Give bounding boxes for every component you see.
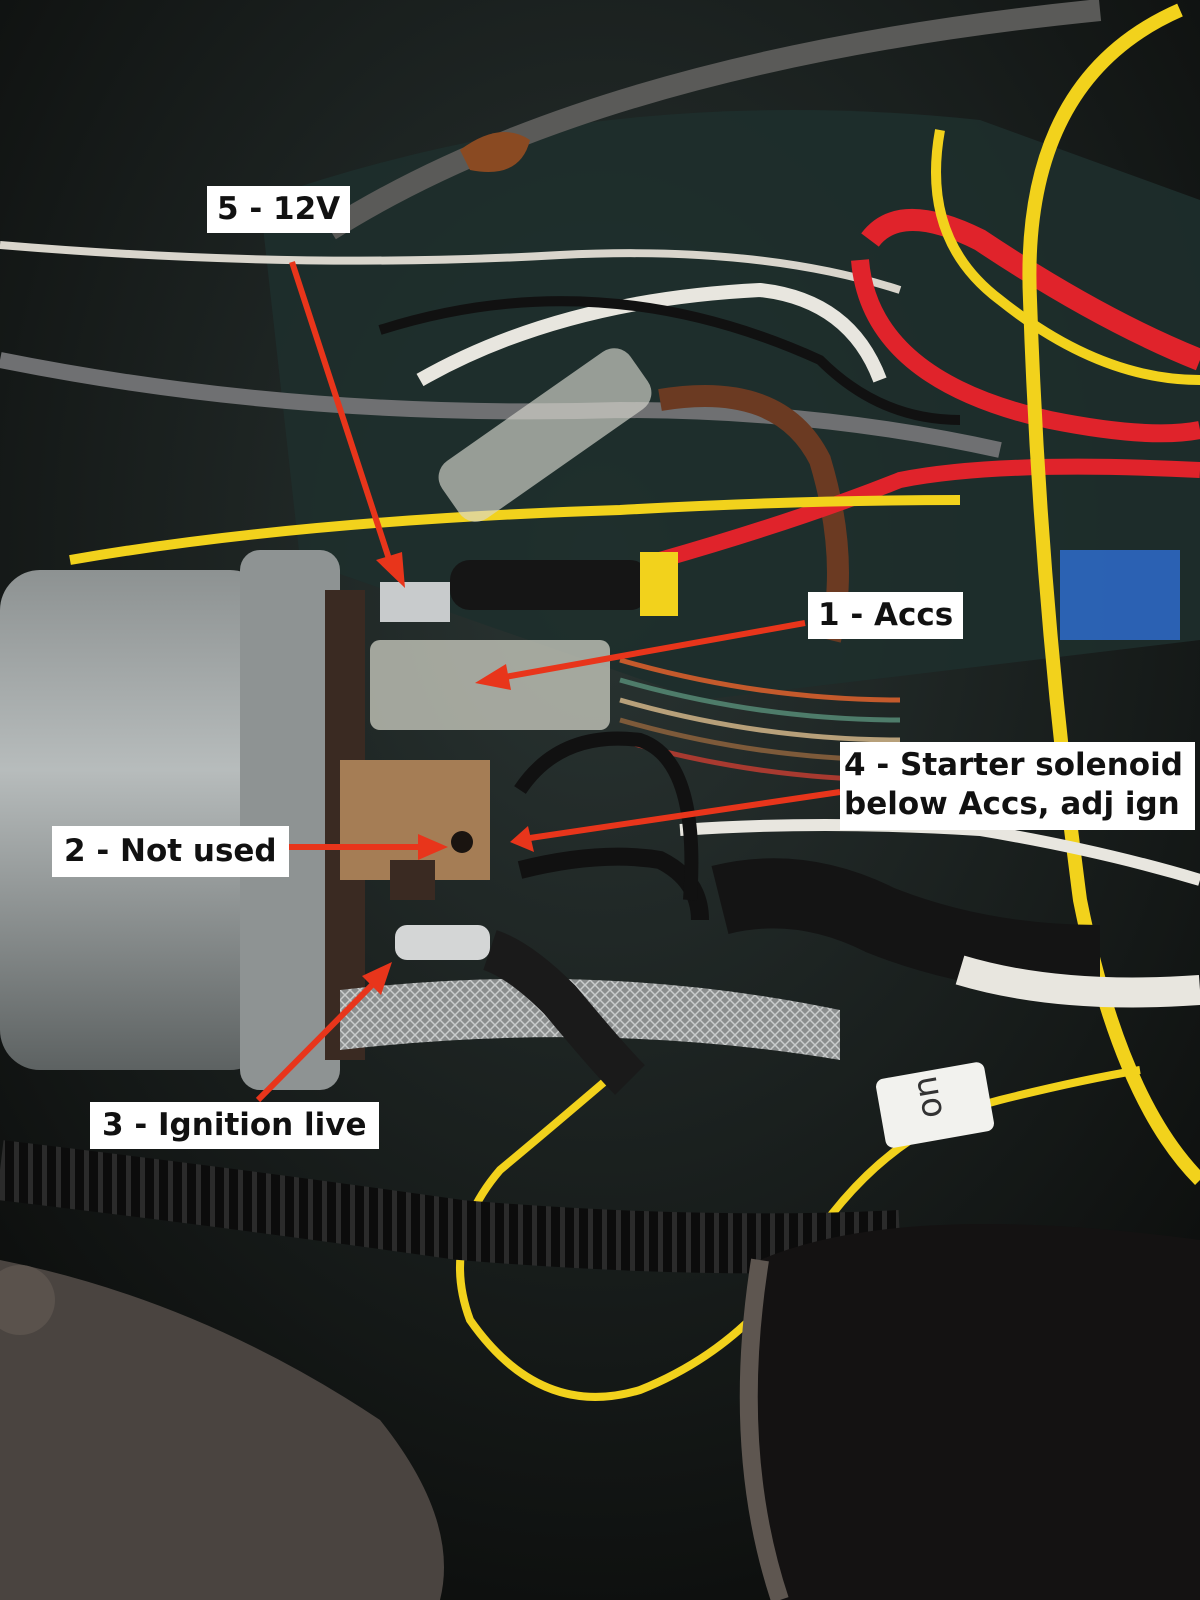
arrow-1-head [475, 664, 511, 690]
label-4-line-2: below Accs, adj ign [844, 785, 1180, 822]
bolt-head [0, 1265, 55, 1335]
arrow-5 [289, 261, 393, 563]
annotation-arrows [255, 261, 841, 1103]
white-harness-wire [955, 955, 1200, 1008]
dark-duct [748, 1224, 1200, 1600]
blue-connector [1060, 550, 1180, 640]
white-wire-loop [416, 282, 887, 387]
terminal-2-hole [451, 831, 473, 853]
terminal-3-spade [395, 925, 490, 960]
yellow-band [640, 552, 678, 616]
arrow-2-head [418, 834, 448, 860]
red-wire-loop [861, 209, 1200, 371]
steering-column-base [0, 1260, 444, 1600]
label-3-ignition-live: 3 - Ignition live [90, 1102, 379, 1149]
ignition-switch-body [0, 550, 365, 1090]
black-wire-top [378, 296, 961, 425]
white-wire-top [0, 241, 902, 294]
taped-harness [711, 858, 1101, 995]
terminal-block [340, 760, 490, 900]
brown-wire [658, 385, 849, 643]
red-wire-to-terminal [657, 458, 1200, 568]
yellow-wire-right-loop [1022, 3, 1200, 1185]
yellow-wire-right-loop-2 [931, 129, 1200, 385]
clear-insulator [438, 348, 652, 522]
rust-patch [460, 132, 530, 172]
arrow-4-head [510, 826, 534, 852]
spring-cable [324, 0, 1102, 240]
black-wire-loop [514, 731, 699, 901]
black-sleeve-5 [450, 560, 650, 610]
label-1-accs: 1 - Accs [808, 592, 964, 639]
label-2-not-used: 2 - Not used [52, 826, 289, 877]
label-4-line-1: 4 - Starter solenoid [844, 747, 1183, 783]
duct-rim [739, 1258, 789, 1600]
terminal-5-spade [380, 582, 450, 622]
arrow-3 [255, 982, 375, 1103]
arrow-1 [504, 620, 806, 680]
arrow-3-head [362, 962, 392, 995]
arrow-4 [529, 789, 841, 841]
black-sleeve-3 [482, 930, 645, 1095]
corrugated-conduit [0, 1140, 902, 1274]
label-4-starter-solenoid: 4 - Starter solenoid below Accs, adj ign [840, 742, 1195, 830]
white-tag: uo [876, 1062, 994, 1148]
tag-text: uo [908, 1072, 955, 1121]
yellow-wire-left [69, 495, 961, 565]
white-wire-solenoid [679, 819, 1200, 886]
arrow-5-head [376, 552, 405, 588]
label-5-12v: 5 - 12V [207, 186, 351, 233]
